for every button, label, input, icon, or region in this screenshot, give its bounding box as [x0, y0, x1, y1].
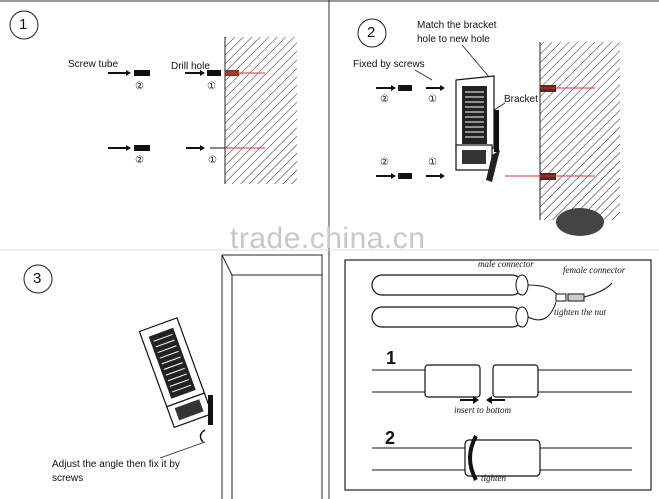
adjust-angle-line1: Adjust the angle then fix it by — [52, 459, 180, 470]
adjust-angle-line2: screws — [52, 473, 84, 484]
light-fixture-bracket — [455, 75, 500, 182]
connector-male-part — [424, 364, 481, 398]
step1-marker-2-top: ② — [135, 81, 144, 92]
step2-marker-1-top: ① — [428, 94, 437, 105]
female-connector-label: female connector — [563, 265, 626, 275]
step2-number-circle — [357, 18, 387, 48]
arrow-left-icon — [486, 396, 492, 404]
led-tube-bottom — [371, 306, 523, 328]
tighten-the-nut-label: tighten the nut — [554, 307, 606, 317]
step2-graphics — [357, 18, 620, 236]
male-connector-icon — [555, 293, 567, 302]
insert-to-bottom-label: insert to bottom — [454, 405, 512, 415]
male-connector-label: male connector — [478, 259, 534, 269]
tilted-light-fixture — [138, 317, 213, 429]
match-bracket-line2: hole to new hole — [417, 34, 490, 45]
step1-graphics — [9, 10, 297, 184]
bracket-label: Bracket — [504, 94, 538, 105]
step1-marker-1-top: ① — [207, 81, 216, 92]
connector-female-part — [492, 364, 539, 398]
female-connector-icon — [567, 293, 585, 302]
drill-hole-label: Drill hole — [171, 61, 210, 72]
led-tube-top — [371, 274, 523, 296]
tighten-arrow-icon — [468, 435, 478, 481]
step4-frame — [344, 259, 652, 491]
step1-wall — [225, 37, 297, 184]
match-bracket-line1: Match the bracket — [417, 20, 497, 31]
step1-number: 1 — [19, 16, 28, 33]
step3-graphics — [23, 254, 323, 499]
step4-graphics — [344, 259, 652, 491]
step2-number: 2 — [367, 24, 376, 41]
step1-marker-1-bottom: ① — [208, 155, 217, 166]
screw-tube-label: Screw tube — [68, 59, 119, 70]
step3-number-circle — [23, 264, 53, 294]
step2-wall — [540, 42, 620, 220]
tighten-label: tighten — [481, 473, 506, 483]
connector-joined — [464, 439, 541, 477]
wall-hole-shadow — [556, 208, 604, 236]
step2-marker-2-top: ② — [380, 94, 389, 105]
substep2-number: 2 — [385, 428, 396, 448]
step2-marker-1-bottom: ① — [428, 157, 437, 168]
arrow-right-icon — [473, 396, 479, 404]
step2-marker-2-bottom: ② — [380, 157, 389, 168]
fixed-by-screws-label: Fixed by screws — [353, 59, 425, 70]
watermark: trade.china.cn — [230, 222, 426, 255]
step1-number-circle — [9, 10, 39, 40]
step1-marker-2-bottom: ② — [135, 155, 144, 166]
step3-number: 3 — [33, 270, 42, 287]
substep1-number: 1 — [386, 348, 397, 368]
screw-tube-icon — [134, 70, 150, 76]
